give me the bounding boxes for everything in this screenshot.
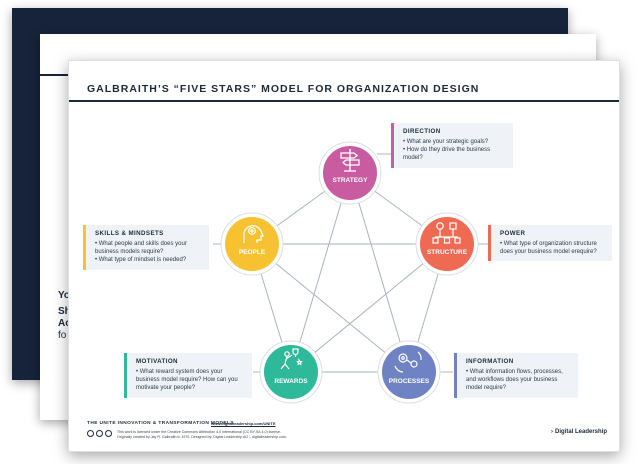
node-processes[interactable]: PROCESSES (377, 340, 441, 404)
motivation-line-1: • What reward system does your (136, 369, 223, 375)
peek-text-4: fo (58, 330, 67, 341)
line-people-processes (251, 243, 410, 373)
node-people[interactable]: PEOPLE (220, 212, 284, 276)
org-chart-icon (432, 222, 461, 244)
model-poster: GALBRAITH’S “FIVE STARS” MODEL FOR ORGAN… (68, 60, 620, 452)
poster-footer: THE UNITE INNOVATION & TRANSFORMATION MO… (87, 421, 607, 449)
people-circle (225, 217, 279, 271)
skills-mindsets-box: SKILLS & MINDSETS • What people and skil… (83, 225, 209, 270)
direction-line-1: • What are your strategic goals? (403, 139, 489, 145)
five-stars-diagram: STRATEGY STRUCTURE (213, 141, 488, 404)
processes-circle (382, 345, 436, 399)
skills-line-1: • What people and skills does your (95, 241, 187, 247)
motivation-box: MOTIVATION • What reward system does you… (124, 353, 252, 398)
information-line-2: and workflows does your business (466, 377, 558, 384)
strategy-label: STRATEGY (333, 177, 369, 184)
node-rewards[interactable]: REWARDS (259, 340, 323, 404)
structure-label: STRUCTURE (427, 249, 468, 256)
motivation-line-2: business model require? How can you (136, 377, 238, 384)
license-line-2: Originally created by Jay R. Galbraith i… (117, 435, 287, 439)
line-structure-rewards (290, 243, 448, 373)
direction-box: DIRECTION • What are your strategic goal… (391, 123, 513, 168)
power-box: POWER • What type of organization struct… (488, 225, 612, 262)
peek-text-2: Sh (58, 306, 71, 317)
poster-title: GALBRAITH’S “FIVE STARS” MODEL FOR ORGAN… (87, 83, 480, 95)
skills-line-2: business models require? (95, 249, 164, 256)
line-strategy-rewards (290, 172, 351, 373)
license-icons (87, 430, 112, 437)
peek-text-1: Yo (58, 290, 71, 301)
motivation-title: MOTIVATION (136, 358, 178, 365)
title-rule (69, 100, 619, 102)
flow-gears-icon (394, 351, 422, 373)
trophy-figure-icon (280, 348, 303, 370)
line-strategy-processes (349, 172, 410, 373)
direction-title: DIRECTION (403, 128, 441, 135)
footer-license: This work is licensed under the Creative… (117, 430, 357, 440)
information-line-3: model require? (466, 385, 507, 392)
node-structure[interactable]: STRUCTURE (415, 212, 479, 276)
power-line-2: does your business model erequire? (500, 249, 597, 256)
motivation-line-3: motivate your people? (136, 385, 196, 392)
people-label: PEOPLE (239, 249, 266, 256)
cc-icon (87, 430, 94, 437)
structure-circle (420, 217, 474, 271)
skills-line-3: • What type of mindset is needed? (95, 257, 187, 264)
processes-label: PROCESSES (389, 378, 430, 385)
information-box: INFORMATION • What information flows, pr… (454, 353, 578, 398)
information-line-1: • What information flows, processes, (466, 369, 563, 375)
license-line-1: This work is licensed under the Creative… (117, 430, 281, 434)
power-line-1: • What type of organization structure (500, 241, 597, 247)
node-strategy[interactable]: STRATEGY (318, 141, 382, 205)
rewards-circle (264, 345, 318, 399)
direction-line-2: • How do they drive the business model? (403, 147, 491, 162)
footer-url-link[interactable]: www.digitalleadership.com/UNITE (211, 421, 276, 426)
power-title: POWER (500, 230, 526, 237)
footer-series: THE UNITE INNOVATION & TRANSFORMATION MO… (87, 421, 234, 426)
skills-title: SKILLS & MINDSETS (95, 230, 164, 237)
strategy-circle (323, 146, 377, 200)
signpost-icon (340, 149, 360, 172)
rewards-label: REWARDS (274, 378, 308, 385)
head-gear-icon (243, 225, 264, 243)
brand-name: Digital Leadership (554, 429, 607, 435)
brand-logo: ›Digital Leadership (551, 429, 607, 435)
information-title: INFORMATION (466, 358, 514, 365)
sa-icon (105, 430, 112, 437)
by-icon (96, 430, 103, 437)
chevron-right-icon: › (550, 429, 553, 435)
peek-text-3: Ac (58, 318, 71, 329)
